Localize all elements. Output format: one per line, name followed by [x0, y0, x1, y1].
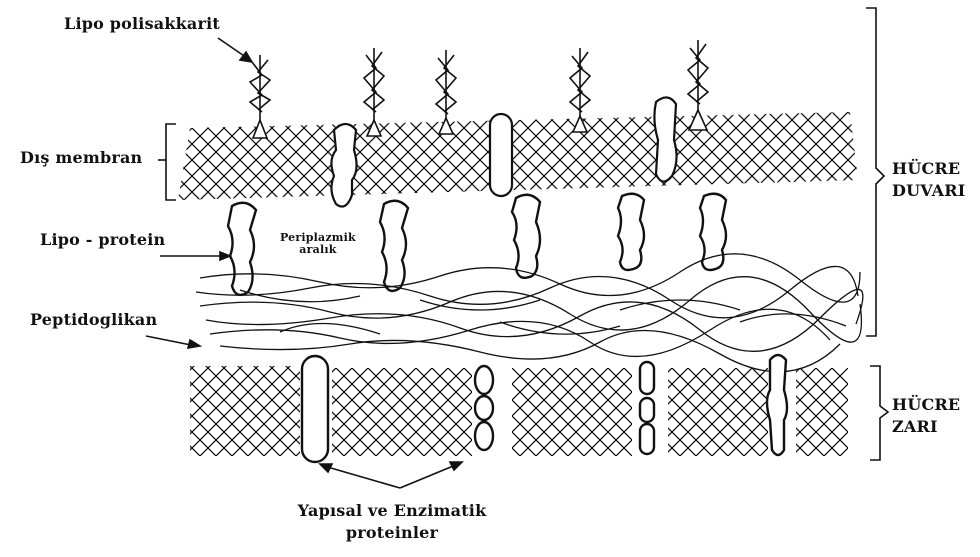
label-proteins-line1: Yapısal ve Enzimatik [272, 500, 512, 522]
label-peptidoglycan: Peptidoglikan [30, 310, 157, 329]
label-cell-membrane-line1: HÜCRE [892, 394, 960, 416]
imp-2a [475, 366, 493, 394]
label-cell-wall: HÜCRE DUVARI [892, 158, 965, 202]
label-periplasmic-space: Periplazmik aralık [280, 232, 356, 256]
imp-1 [302, 356, 328, 462]
outer-membrane [178, 112, 858, 200]
label-cell-wall-line2: DUVARI [892, 180, 965, 202]
label-cell-membrane: HÜCRE ZARI [892, 394, 960, 438]
label-structural-enzymatic-proteins: Yapısal ve Enzimatik proteinler [272, 500, 512, 544]
omp-1 [331, 124, 356, 207]
imp-3a [640, 362, 654, 394]
lps-spike-3 [436, 50, 456, 134]
imp-4 [767, 355, 787, 455]
label-lipoprotein: Lipo - protein [40, 230, 165, 249]
imp-2b [475, 396, 493, 420]
imp-3c [640, 424, 654, 454]
label-proteins-line2: proteinler [272, 522, 512, 544]
omp-2 [490, 114, 512, 196]
imp-3b [640, 398, 654, 422]
lipoprotein-1 [228, 203, 256, 295]
omp-3 [654, 97, 676, 181]
lps-spike-1 [250, 55, 270, 138]
label-cell-wall-line1: HÜCRE [892, 158, 965, 180]
inner-membrane [190, 366, 848, 456]
lps-spike-2 [364, 48, 384, 136]
lipoprotein-4 [618, 194, 644, 270]
label-outer-membrane: Dış membran [20, 148, 142, 167]
lipoprotein-3 [512, 195, 540, 278]
lipoprotein-2 [380, 201, 408, 291]
label-periplasmic-line2: aralık [280, 244, 356, 256]
label-lipopolysaccharide: Lipo polisakkarit [64, 14, 220, 33]
imp-2c [475, 422, 493, 450]
label-cell-membrane-line2: ZARI [892, 416, 960, 438]
lipoprotein-5 [700, 194, 726, 270]
